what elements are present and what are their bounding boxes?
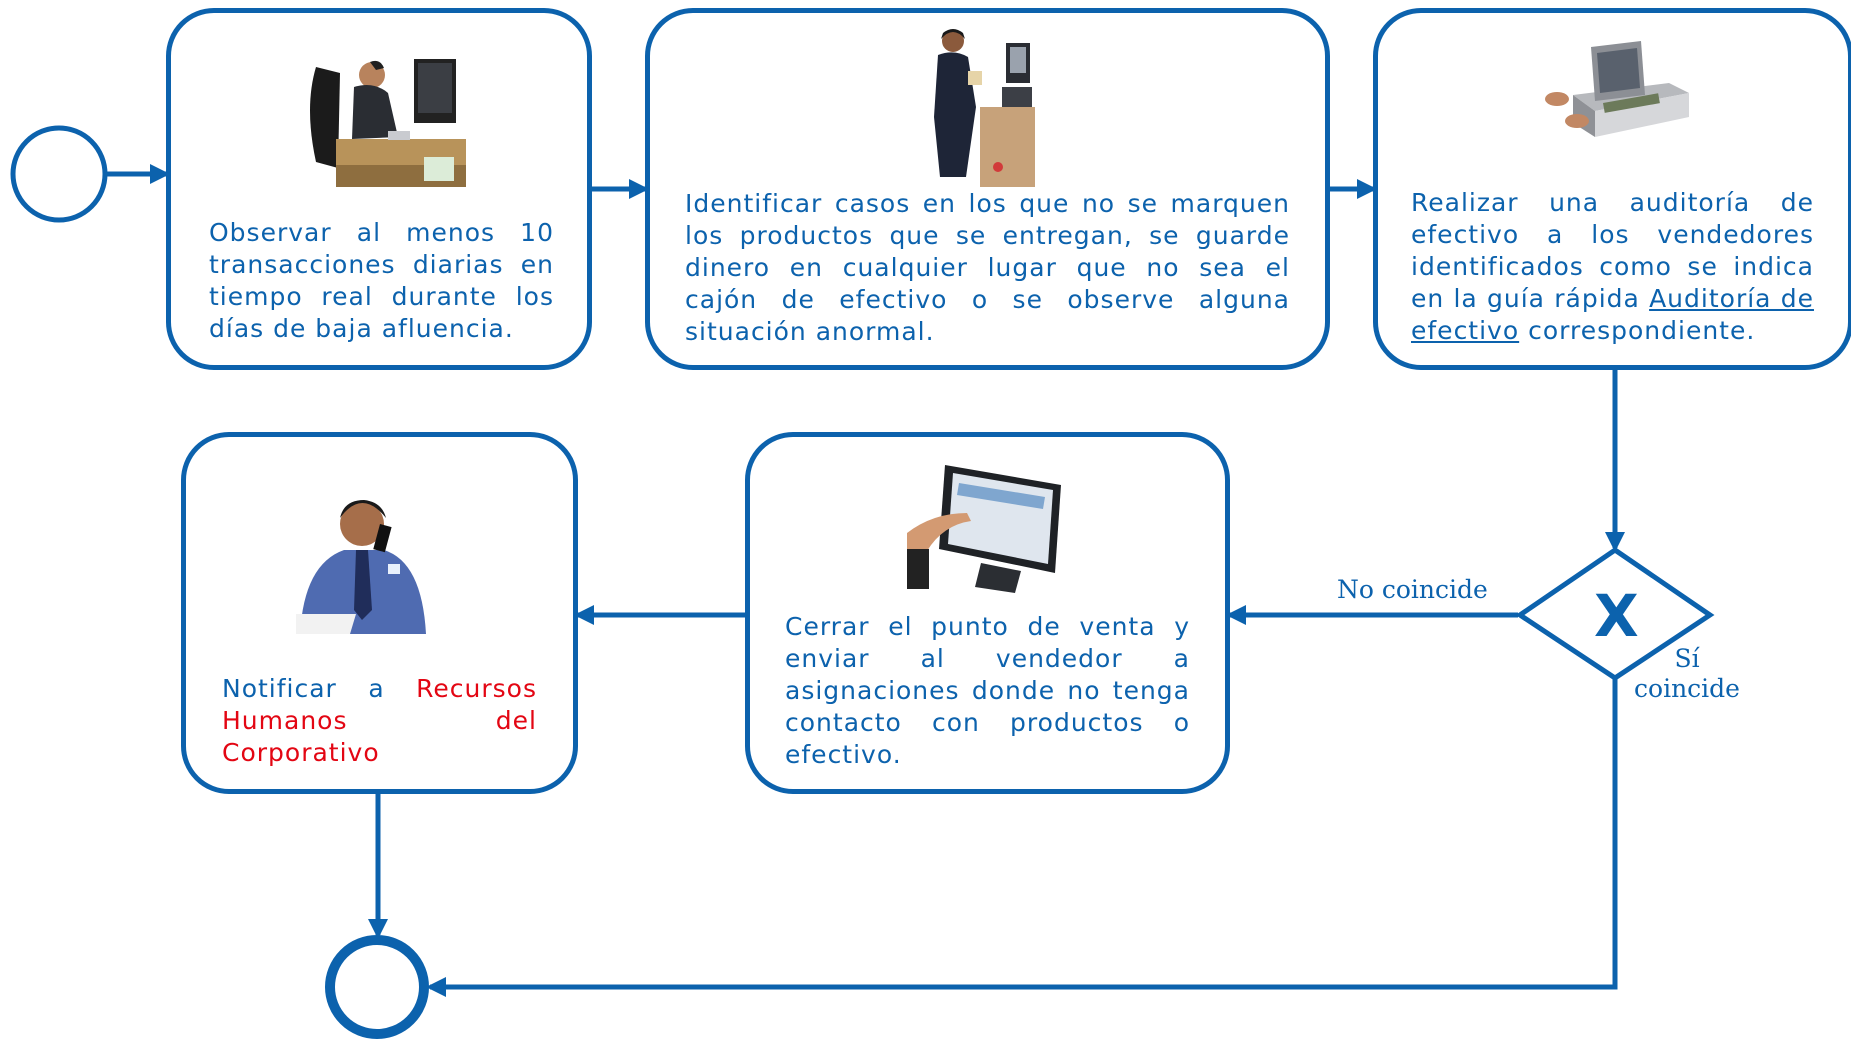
step-close-pos: Cerrar el punto de venta y enviar al ven… [745,432,1230,794]
step-notify-hr: Notificar a Recursos Humanos del Corpora… [181,432,578,794]
label-no-coincide: No coincide [1337,575,1488,604]
step-cash-audit: Realizar una auditoría de efectivo a los… [1373,8,1851,370]
exclusive-gateway [1515,546,1715,681]
step3-text-part2: correspondiente. [1519,316,1756,345]
step5-text: Notificar a Recursos Humanos del Corpora… [222,673,537,769]
label-si-coincide: Sí coincide [1634,644,1740,703]
man-on-phone-icon [296,474,426,634]
step-observe-transactions: Observar al menos 10 transacciones diari… [166,8,592,370]
step2-text: Identificar casos en los que no se marqu… [685,189,1290,346]
flow-gateway-to-end [426,676,1618,997]
cash-drawer-icon [1543,41,1693,151]
hr-corporate-highlight: Recursos Humanos del Corporativo [222,674,537,767]
man-at-computer-icon [296,47,466,187]
cash-audit-guide-link[interactable]: Auditoría de efectivo [1411,284,1814,345]
step1-text: Observar al menos 10 transacciones diari… [209,218,554,343]
step4-text: Cerrar el punto de venta y enviar al ven… [785,612,1190,769]
step-identify-cases: Identificar casos en los que no se marqu… [645,8,1330,370]
gateway-x-symbol: X [1594,582,1639,650]
start-event [10,125,108,223]
step3-text: Realizar una auditoría de efectivo a los… [1411,187,1814,347]
end-event [325,935,429,1039]
touchscreen-pos-icon [907,453,1077,593]
cashier-at-register-icon [920,17,1035,187]
step5-text-part1: Notificar a [222,674,417,703]
step3-text-part1: Realizar una auditoría de efectivo a los… [1411,188,1814,313]
